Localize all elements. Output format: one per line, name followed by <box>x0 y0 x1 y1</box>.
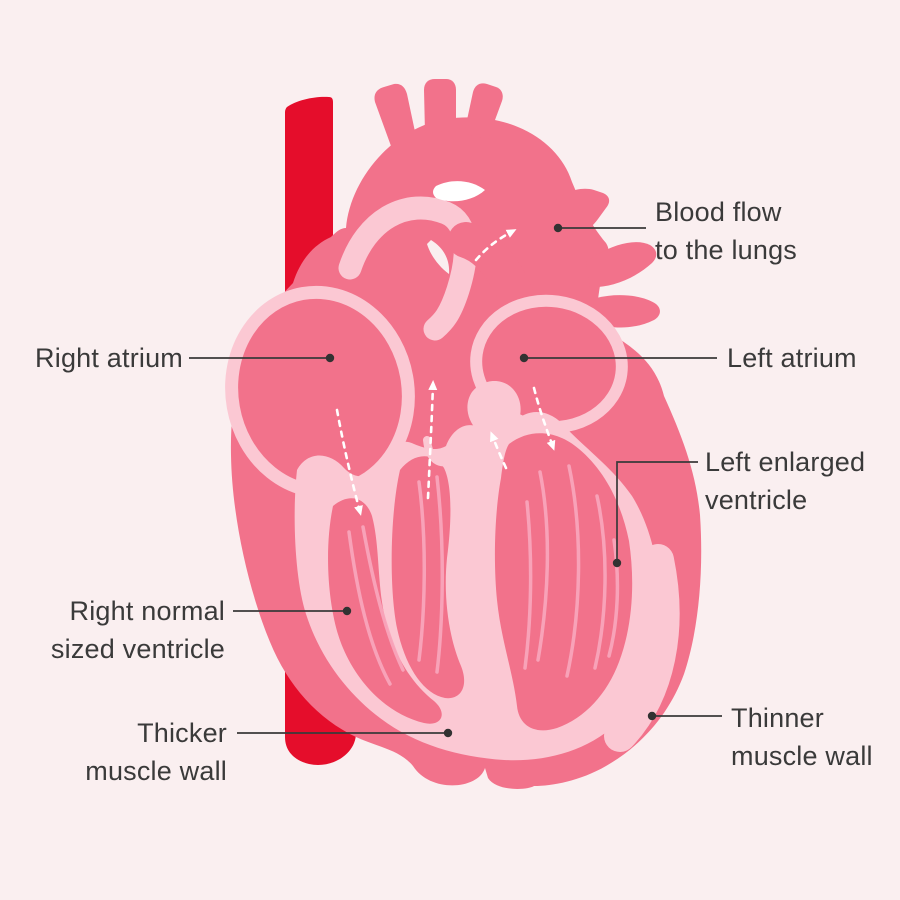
blood-flow-arrows <box>335 229 556 516</box>
label-line: Left enlarged <box>705 447 866 477</box>
vessel-gap-notch <box>427 240 450 274</box>
label-line: Thinner <box>731 703 824 733</box>
label-right-atrium: Right atrium <box>20 339 183 377</box>
valve-shapes <box>423 381 521 473</box>
leader-dot-left-ventricle <box>612 558 622 568</box>
flow-arrow-to-lungs <box>474 229 517 262</box>
leader-dot-thicker-wall <box>443 728 453 738</box>
ventricle-muscles <box>328 433 633 731</box>
flow-arrow-up-aorta <box>426 380 438 500</box>
valve-cusp-curl <box>423 436 456 467</box>
muscle-texture-line <box>523 500 533 670</box>
muscle-texture-line <box>565 464 581 678</box>
flow-arrow-right-atrium-down <box>335 408 363 516</box>
valve-cusp-curl <box>454 444 484 473</box>
leader-dot-left-atrium <box>519 353 529 363</box>
label-blood-flow: Blood flow to the lungs <box>655 193 797 269</box>
muscle-texture-line <box>347 530 392 686</box>
label-line: Thicker <box>137 718 227 748</box>
muscle-texture-line <box>593 494 607 670</box>
leader-dot-right-atrium <box>325 353 335 363</box>
leader-dot-thinner-wall <box>647 711 657 721</box>
label-right-ventricle: Right normal sized ventricle <box>20 592 225 668</box>
aorta-branch-2 <box>424 79 456 133</box>
pulmonary-vein-upper <box>586 242 657 288</box>
muscle-texture-line <box>435 475 444 674</box>
label-line: Right atrium <box>35 343 183 373</box>
mitral-valve-spade <box>467 381 521 455</box>
label-line: muscle wall <box>731 741 873 771</box>
muscle-texture-line <box>417 480 426 662</box>
label-line: Right normal <box>69 596 225 626</box>
label-line: Left atrium <box>727 343 857 373</box>
leader-dot-right-ventricle <box>342 606 352 616</box>
label-line: ventricle <box>705 485 808 515</box>
label-line: muscle wall <box>85 756 227 786</box>
muscle-texture-line <box>607 538 620 658</box>
label-line: sized ventricle <box>50 634 225 664</box>
label-line: to the lungs <box>655 235 798 265</box>
label-thinner-wall: Thinner muscle wall <box>731 699 873 775</box>
pulmonary-vein-lower <box>596 295 660 328</box>
label-left-ventricle: Left enlarged ventricle <box>705 443 865 519</box>
outer-wall-lining-band <box>604 544 680 752</box>
pulmonary-artery-stub <box>549 188 610 239</box>
flow-arrow-mitral-up <box>490 431 508 470</box>
flow-arrow-left-atrium-down <box>532 386 556 451</box>
septum-muscle <box>391 456 465 699</box>
label-line: Blood flow <box>655 197 782 227</box>
leader-left-ventricle <box>616 461 698 563</box>
label-left-atrium: Left atrium <box>727 339 857 377</box>
aorta-branch-3 <box>464 83 503 139</box>
aortic-valve-crescent <box>433 181 485 202</box>
leader-dot-blood-flow <box>553 223 563 233</box>
label-thicker-wall: Thicker muscle wall <box>20 714 227 790</box>
leader-lines <box>189 223 722 738</box>
aorta-branch-1 <box>374 83 417 146</box>
muscle-texture-line <box>361 525 405 672</box>
muscle-texture-line <box>536 470 550 662</box>
right-ventricle-wall <box>328 498 442 724</box>
